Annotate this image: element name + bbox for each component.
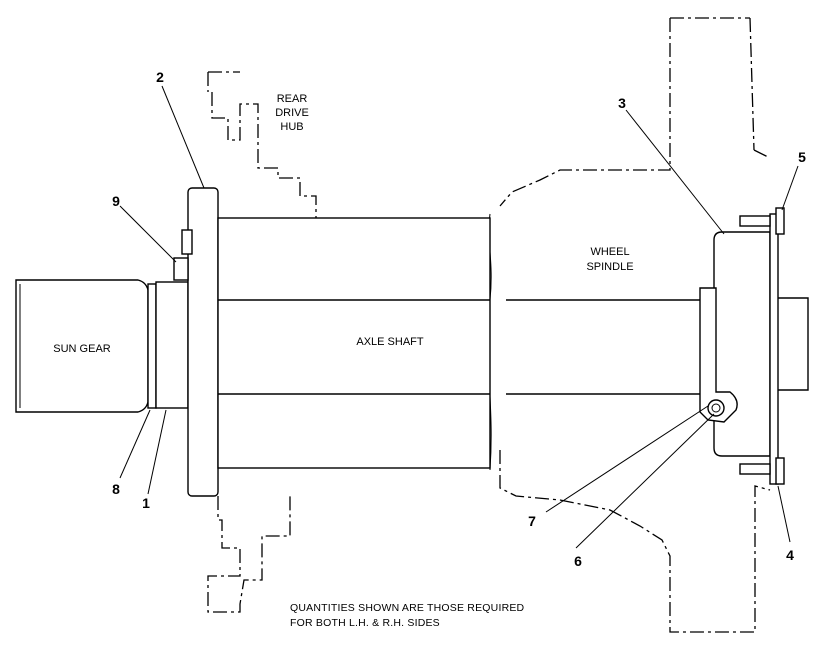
wheel-spindle-outline [499,17,771,207]
callout-5: 5 [798,149,806,165]
callout-7: 7 [528,513,536,529]
callout-1: 1 [142,495,150,511]
lock-bolt-7-center [711,403,721,413]
wheel-spindle-outline-lower [499,450,771,633]
leader-3 [625,109,725,235]
leader-9 [119,205,177,263]
cap-screw-5-head [775,207,785,235]
rear-drive-hub-outline [207,71,317,218]
quantities-note-line-1: QUANTITIES SHOWN ARE THOSE REQUIRED [290,602,525,614]
leader-2 [161,85,205,189]
leader-4 [777,485,791,543]
bolt-9-head [181,229,193,255]
leader-6 [575,413,715,549]
leader-8 [119,409,151,479]
axle-shaft [217,217,491,469]
cap-screw-4 [739,463,771,475]
sun-gear-label: SUN GEAR [53,343,111,355]
leader-1 [147,409,167,495]
rear-drive-hub-label-1: REAR [277,93,308,105]
leader-5 [781,165,799,211]
callout-3: 3 [618,95,626,111]
bolt-9 [173,257,189,281]
spindle-stub [778,297,809,391]
thrust-washer-1 [155,281,189,409]
retaining-plate [769,213,779,485]
cap-screw-4-head [775,457,785,485]
callout-6: 6 [574,553,582,569]
cap-screw-5 [739,215,771,227]
leader-7 [545,405,709,513]
wheel-spindle-label-2: SPINDLE [586,261,633,273]
axle-shaft-label: AXLE SHAFT [356,336,424,348]
spacer-8 [147,283,157,409]
quantities-note-line-2: FOR BOTH L.H. & R.H. SIDES [290,617,440,629]
rear-drive-hub-label-3: HUB [280,121,303,133]
rear-drive-hub-outline-lower [207,494,291,613]
callout-4: 4 [786,547,794,563]
lock-tab [699,287,738,423]
callout-8: 8 [112,481,120,497]
lock-bolt-7 [707,399,725,417]
callout-2: 2 [156,69,164,85]
rear-drive-hub-label-2: DRIVE [275,107,309,119]
wheel-spindle-label-1: WHEEL [590,246,629,258]
callout-9: 9 [112,193,120,209]
